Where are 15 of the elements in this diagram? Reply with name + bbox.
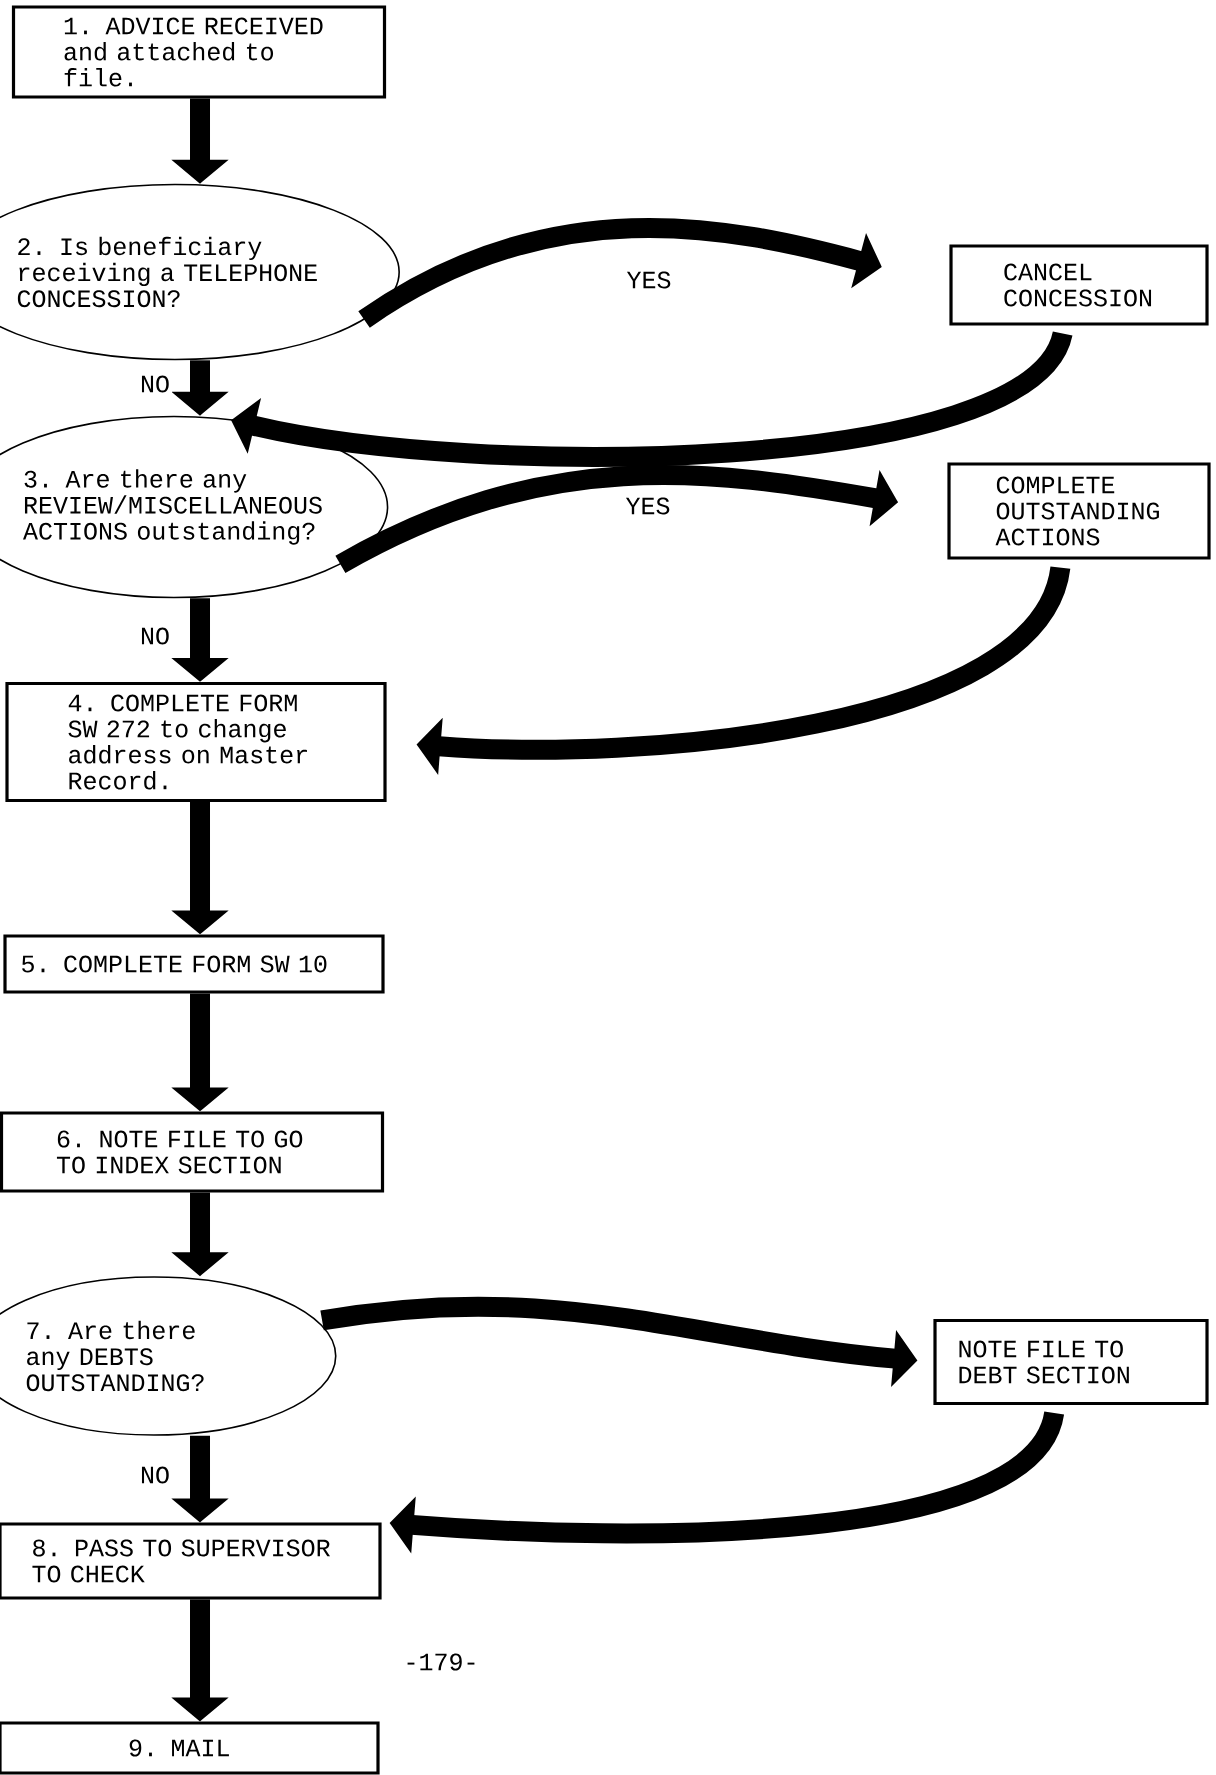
edge-label: NO (138, 625, 172, 647)
page-number: -179- (407, 1653, 475, 1671)
process-box: NOTE FILE TO DEBT SECTION (933, 1318, 1209, 1406)
edge-label: YES (624, 269, 674, 291)
process-box: COMPLETE OUTSTANDING ACTIONS (947, 462, 1211, 560)
edge-label: NO (138, 373, 172, 395)
edge-label: NO (138, 1464, 172, 1486)
edge-label: YES (623, 495, 673, 517)
process-box: 6. NOTE FILE TO GO TO INDEX SECTION (0, 1111, 385, 1193)
process-box: 5. COMPLETE FORM SW 10 (3, 934, 385, 994)
process-box: 8. PASS TO SUPERVISOR TO CHECK (0, 1522, 382, 1600)
process-box: 4. COMPLETE FORM SW 272 to change address on Master Record. (5, 681, 387, 803)
process-box: 1. ADVICE RECEIVED and attached to file. (11, 5, 387, 99)
process-box: CANCEL CONCESSION (949, 244, 1209, 326)
process-box: 9. MAIL (0, 1721, 380, 1775)
